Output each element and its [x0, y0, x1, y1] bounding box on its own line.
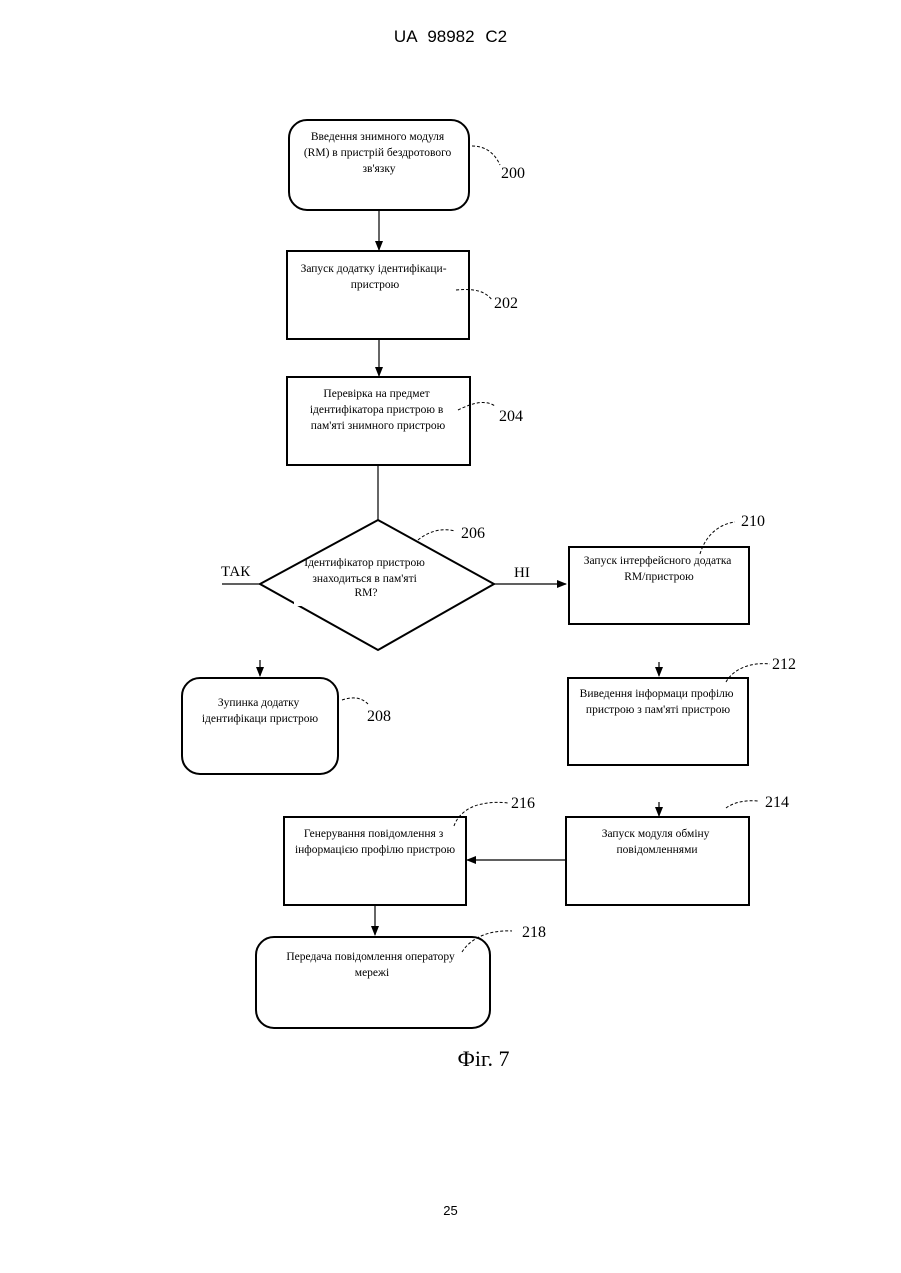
leader-214	[726, 801, 758, 808]
node-218: Передача повідомлення оператору мережі	[256, 937, 490, 1028]
ref-200: 200	[501, 165, 525, 182]
node-204-line-1: Перевірка на предмет	[323, 388, 429, 400]
ref-204: 204	[499, 408, 523, 425]
node-202-line-2: пристрою	[351, 279, 400, 291]
node-204-line-2: ідентифікатора пристрою в	[310, 404, 444, 416]
leader-208	[342, 698, 368, 704]
figure-caption: Фіг. 7	[0, 1046, 901, 1072]
ref-216: 216	[511, 795, 535, 812]
node-208-line-1: Зупинка додатку	[218, 697, 300, 709]
node-206-line-1: Ідентифікатор пристрою	[304, 557, 425, 569]
node-210-line-1: Запуск інтерфейсного додатка	[584, 555, 732, 567]
node-204-line-3: пам'яті знимного пристрою	[311, 420, 446, 432]
node-218-line-2: мережі	[355, 967, 389, 979]
node-206: Ідентифікатор пристрою знаходиться в пам…	[260, 520, 494, 650]
node-214-line-2: повідомленнями	[616, 844, 697, 856]
node-218-line-1: Передача повідомлення оператору	[286, 951, 455, 963]
ref-210: 210	[741, 513, 765, 530]
node-212-line-2: пристрою з пам'яті пристрою	[586, 704, 731, 716]
node-206-line-3: RM?	[355, 587, 378, 599]
node-208-line-2: ідентифікаци пристрою	[202, 713, 319, 725]
node-214: Запуск модуля обміну повідомленнями	[566, 817, 749, 905]
leader-206	[418, 530, 455, 540]
node-200-line-2: (RM) в пристрій бездротового	[304, 147, 452, 159]
page-number: 25	[0, 1203, 901, 1218]
node-206-line-2: знаходиться в пам'яті	[312, 573, 417, 585]
node-216-line-1: Генерування повідомлення з	[304, 828, 444, 840]
node-200-line-3: зв'язку	[362, 163, 395, 175]
node-202-line-1: Запуск додатку ідентифікаци-	[301, 263, 447, 275]
ref-202: 202	[494, 295, 518, 312]
node-208: Зупинка додатку ідентифікаци пристрою	[182, 678, 338, 774]
node-204: Перевірка на предмет ідентифікатора прис…	[287, 377, 470, 465]
ref-214: 214	[765, 794, 789, 811]
node-212: Виведення інформаци профілю пристрою з п…	[568, 678, 748, 765]
node-202: Запуск додатку ідентифікаци- пристрою	[287, 251, 469, 339]
ref-208: 208	[367, 708, 391, 725]
svg-text:Перевірка на предмет іде: Перевірка на предмет ідентифікатора прис…	[310, 388, 446, 432]
node-200-line-1: Введення знимного модуля	[311, 131, 445, 143]
node-216-line-2: інформацією профілю пристрою	[295, 844, 456, 856]
node-212-line-1: Виведення інформаци профілю	[580, 688, 734, 700]
ref-206: 206	[461, 525, 485, 542]
node-210-line-2: RM/пристрою	[624, 571, 694, 583]
node-216: Генерування повідомлення з інформацією п…	[284, 817, 466, 905]
node-210: Запуск інтерфейсного додатка RM/пристрою	[569, 547, 749, 624]
ref-218: 218	[522, 924, 546, 941]
label-yes: ТАК	[221, 564, 251, 580]
leader-200	[472, 146, 500, 165]
ref-212: 212	[772, 656, 796, 673]
label-no: НІ	[514, 565, 530, 581]
node-200: Введення знимного модуля (RM) в пристрій…	[289, 120, 469, 210]
node-214-line-1: Запуск модуля обміну	[602, 828, 710, 840]
